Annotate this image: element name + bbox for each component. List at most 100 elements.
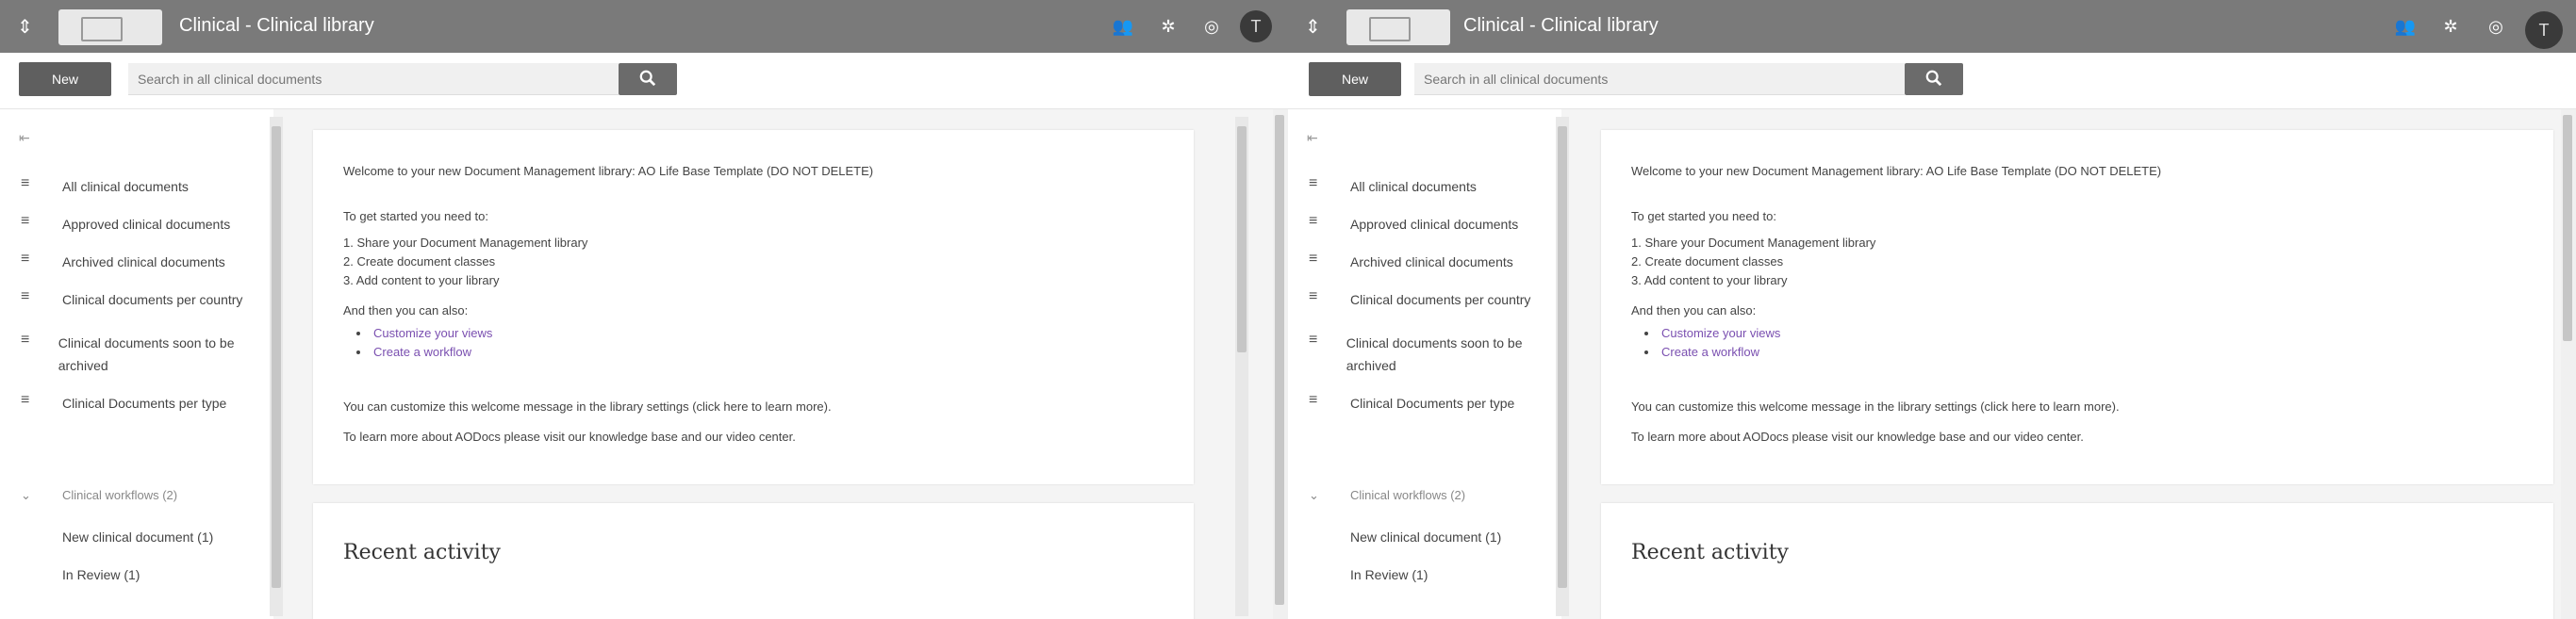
new-button[interactable]: New (19, 62, 111, 96)
list-icon: ≡ (21, 392, 30, 408)
search-bar: New (0, 53, 1288, 109)
extras-list: Customize your views Create a workflow (1644, 324, 1780, 362)
top-bar: ⇕ Clinical - Clinical library 👥 ✲ ◎ T (0, 0, 1288, 53)
search-input[interactable] (128, 63, 619, 95)
sidebar-item-archived[interactable]: ≡Archived clinical documents (1309, 251, 1513, 269)
library-title: Clinical - Clinical library (1463, 15, 1659, 36)
extra-item[interactable]: Create a workflow (356, 343, 492, 362)
window-scroll-thumb[interactable] (1275, 115, 1284, 605)
list-icon: ≡ (1309, 251, 1318, 267)
sidebar-section-workflows[interactable]: ⌄Clinical workflows (2) (21, 488, 178, 502)
sidebar-scroll-thumb[interactable] (1558, 126, 1567, 588)
sidebar-sub-new-doc[interactable]: New clinical document (1) (1350, 529, 1502, 545)
sidebar-nav: ⇤ ≡All clinical documents ≡Approved clin… (0, 109, 273, 619)
window-scrollbar[interactable] (1273, 109, 1288, 619)
window-scrollbar[interactable] (2561, 109, 2576, 619)
sidebar-section-workflows[interactable]: ⌄Clinical workflows (2) (1309, 488, 1466, 502)
sidebar-scroll-thumb[interactable] (272, 126, 281, 588)
recent-activity-card: Recent activity (313, 503, 1194, 619)
recent-activity-card: Recent activity (1601, 503, 2553, 619)
welcome-customize: You can customize this welcome message i… (343, 399, 832, 414)
user-avatar[interactable]: T (2525, 11, 2563, 49)
window-scroll-thumb[interactable] (2563, 115, 2572, 341)
content-scroll-thumb[interactable] (1237, 126, 1247, 352)
steps-list: 1. Share your Document Management librar… (1631, 234, 1875, 290)
customize-views-link[interactable]: Customize your views (1661, 326, 1781, 340)
welcome-learn: To learn more about AODocs please visit … (1631, 430, 2084, 444)
recent-activity-title: Recent activity (1631, 541, 1789, 564)
sidebar-item-per-country[interactable]: ≡Clinical documents per country (1309, 288, 1531, 307)
sidebar-item-all[interactable]: ≡All clinical documents (1309, 175, 1477, 194)
sidebar-item-soon-archived[interactable]: ≡Clinical documents soon to be archived (21, 332, 235, 373)
step-item: 2. Create document classes (1631, 254, 1784, 269)
list-icon: ≡ (21, 213, 30, 229)
community-icon[interactable]: 👥 (1112, 17, 1134, 36)
menu-chevron-icon[interactable]: ⇕ (1305, 17, 1321, 38)
help-icon[interactable]: ◎ (1204, 17, 1219, 36)
sidebar-collapse-icon[interactable]: ⇤ (1307, 130, 1318, 145)
welcome-heading: Welcome to your new Document Management … (343, 164, 874, 178)
list-icon: ≡ (21, 251, 30, 267)
user-avatar[interactable]: T (1240, 10, 1272, 42)
library-logo[interactable] (58, 9, 162, 45)
chevron-down-icon: ⌄ (21, 488, 31, 502)
recent-activity-title: Recent activity (343, 541, 501, 564)
search-button[interactable] (619, 63, 677, 95)
sidebar-sub-new-doc[interactable]: New clinical document (1) (62, 529, 214, 545)
list-icon: ≡ (1309, 332, 1318, 348)
list-icon: ≡ (1309, 213, 1318, 229)
sidebar-item-per-country[interactable]: ≡Clinical documents per country (21, 288, 243, 307)
step-item: 3. Add content to your library (1631, 273, 1788, 287)
sidebar-item-per-type[interactable]: ≡Clinical Documents per type (1309, 392, 1515, 411)
welcome-intro: To get started you need to: (1631, 209, 1776, 223)
right-pane: ⇕ Clinical - Clinical library 👥 ✲ ◎ T Ne… (1288, 0, 2576, 619)
sidebar-collapse-icon[interactable]: ⇤ (19, 130, 30, 145)
sidebar-scrollbar[interactable] (270, 117, 283, 616)
left-pane: ⇕ Clinical - Clinical library 👥 ✲ ◎ T Ne… (0, 0, 1288, 619)
search-button[interactable] (1905, 63, 1963, 95)
create-workflow-link[interactable]: Create a workflow (373, 345, 472, 359)
step-item: 3. Add content to your library (343, 273, 500, 287)
sidebar-item-soon-archived[interactable]: ≡Clinical documents soon to be archived (1309, 332, 1523, 373)
sidebar-item-per-type[interactable]: ≡Clinical Documents per type (21, 392, 227, 411)
sidebar-sub-in-review[interactable]: In Review (1) (1350, 567, 1428, 582)
list-icon: ≡ (21, 175, 30, 191)
welcome-customize: You can customize this welcome message i… (1631, 399, 2120, 414)
content-scrollbar[interactable] (1235, 117, 1248, 616)
welcome-card: Welcome to your new Document Management … (313, 130, 1194, 484)
list-icon: ≡ (1309, 175, 1318, 191)
list-icon: ≡ (21, 288, 30, 304)
list-icon: ≡ (21, 332, 30, 348)
sidebar-item-archived[interactable]: ≡Archived clinical documents (21, 251, 225, 269)
welcome-card: Welcome to your new Document Management … (1601, 130, 2553, 484)
welcome-then: And then you can also: (1631, 303, 1757, 318)
step-item: 2. Create document classes (343, 254, 496, 269)
welcome-intro: To get started you need to: (343, 209, 488, 223)
help-icon[interactable]: ◎ (2488, 17, 2503, 36)
list-icon: ≡ (1309, 288, 1318, 304)
sidebar-item-all[interactable]: ≡All clinical documents (21, 175, 189, 194)
new-button[interactable]: New (1309, 62, 1401, 96)
sidebar-item-approved[interactable]: ≡Approved clinical documents (21, 213, 231, 232)
customize-views-link[interactable]: Customize your views (373, 326, 493, 340)
sidebar-item-approved[interactable]: ≡Approved clinical documents (1309, 213, 1519, 232)
sidebar-scrollbar[interactable] (1556, 117, 1569, 616)
extra-item[interactable]: Customize your views (1644, 324, 1780, 343)
steps-list: 1. Share your Document Management librar… (343, 234, 587, 290)
menu-chevron-icon[interactable]: ⇕ (17, 17, 33, 38)
settings-icon[interactable]: ✲ (1161, 17, 1176, 36)
library-logo[interactable] (1346, 9, 1450, 45)
create-workflow-link[interactable]: Create a workflow (1661, 345, 1760, 359)
search-icon (639, 70, 656, 86)
community-icon[interactable]: 👥 (2394, 17, 2417, 36)
extras-list: Customize your views Create a workflow (356, 324, 492, 362)
search-bar: New (1288, 53, 2576, 109)
settings-icon[interactable]: ✲ (2443, 17, 2458, 36)
list-icon: ≡ (1309, 392, 1318, 408)
extra-item[interactable]: Create a workflow (1644, 343, 1780, 362)
search-input[interactable] (1414, 63, 1905, 95)
sidebar-sub-in-review[interactable]: In Review (1) (62, 567, 140, 582)
extra-item[interactable]: Customize your views (356, 324, 492, 343)
welcome-learn: To learn more about AODocs please visit … (343, 430, 796, 444)
sidebar-nav: ⇤ ≡All clinical documents ≡Approved clin… (1288, 109, 1561, 619)
